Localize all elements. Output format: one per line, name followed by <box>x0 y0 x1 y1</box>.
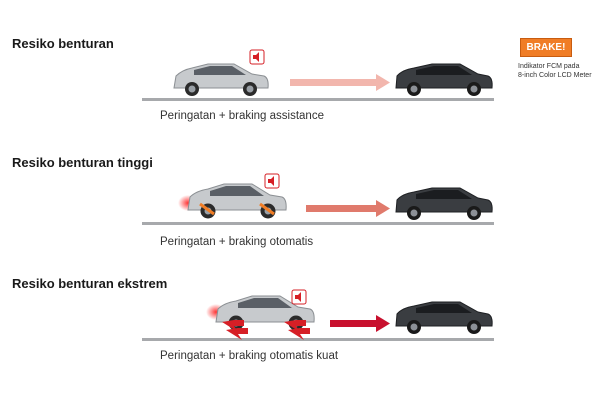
front-suv <box>395 301 493 334</box>
indicator-note-line-2: 8-inch Color LCD Meter <box>518 72 592 79</box>
row-1-arrow <box>290 74 390 91</box>
row-2-caption: Peringatan + braking otomatis <box>160 236 314 248</box>
road-line <box>142 338 494 341</box>
row-2-title: Resiko benturan tinggi <box>12 155 153 170</box>
row-1-caption: Peringatan + braking assistance <box>160 110 324 122</box>
row-2-arrow <box>306 200 390 217</box>
brake-indicator-badge: BRAKE! <box>520 38 572 57</box>
row-3-arrow <box>330 315 390 332</box>
indicator-note: Indikator FCM pada 8-inch Color LCD Mete… <box>518 62 600 80</box>
front-suv <box>395 187 493 220</box>
row-3-caption: Peringatan + braking otomatis kuat <box>160 350 339 362</box>
row-2-scene <box>142 173 494 225</box>
row-1-title: Resiko benturan <box>12 36 114 51</box>
warning-speaker-icon <box>291 289 307 305</box>
road-line <box>142 98 494 101</box>
warning-speaker-icon <box>249 49 265 65</box>
road-line <box>142 222 494 225</box>
brake-force-arrows <box>222 320 310 340</box>
rear-suv <box>173 63 269 96</box>
indicator-note-line-1: Indikator FCM pada <box>518 63 580 70</box>
front-suv <box>395 63 493 96</box>
rear-suv <box>187 183 287 219</box>
row-1-scene <box>142 49 494 101</box>
row-3-title: Resiko benturan ekstrem <box>12 276 168 291</box>
warning-speaker-icon <box>264 173 280 189</box>
row-3-scene <box>142 289 494 341</box>
